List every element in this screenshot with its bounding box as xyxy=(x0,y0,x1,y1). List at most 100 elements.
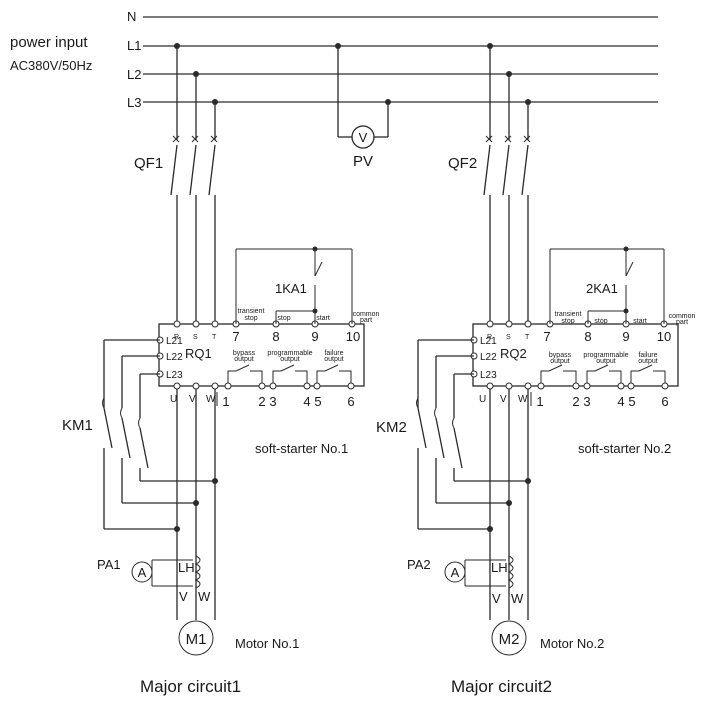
ammeter-pa2: A PA2 LH V W xyxy=(407,555,524,606)
ctrl-common-2a: common xyxy=(669,313,696,320)
ctrl-num-7-1: 7 xyxy=(232,329,239,344)
term-w-2: W xyxy=(518,394,528,405)
starter-caption-1: soft-starter No.1 xyxy=(255,441,348,456)
term-v-1: V xyxy=(189,394,196,405)
supply-rating: AC380V/50Hz xyxy=(10,58,92,73)
voltmeter-symbol: V xyxy=(359,130,368,145)
out-num-2-2: 2 xyxy=(572,394,579,409)
out-bypass-1a: bypass xyxy=(233,350,256,357)
out-num-3-2: 3 xyxy=(583,394,590,409)
motor-phase-w-1: W xyxy=(198,589,211,604)
ctrl-transient-2b: stop xyxy=(561,318,574,325)
bus-label-l1: L1 xyxy=(127,38,141,53)
out-bypass-2b: output xyxy=(550,358,570,365)
ammeter-symbol-2: A xyxy=(451,565,460,580)
breaker-label-qf1: QF1 xyxy=(134,155,163,172)
out-prog-1a: programmable xyxy=(267,350,312,357)
out-fail-1a: failure xyxy=(324,350,343,357)
motor-m2: M2 Motor No.2 xyxy=(491,620,604,656)
out-bypass-1b: output xyxy=(234,356,254,363)
motor-label-2: Motor No.2 xyxy=(540,636,604,651)
term-t-1: T xyxy=(212,334,217,341)
out-num-6-1: 6 xyxy=(347,394,354,409)
out-num-4-2: 4 xyxy=(617,394,624,409)
ctrl-num-10-2: 10 xyxy=(657,329,671,344)
ammeter-pa1: A PA1 LH V W xyxy=(97,555,211,604)
supply-title: power input xyxy=(10,34,88,51)
term-l21-2: L21 xyxy=(480,336,497,347)
ctrl-num-8-2: 8 xyxy=(584,329,591,344)
starter-caption-2: soft-starter No.2 xyxy=(578,441,671,456)
major-circuit-1: QF1 RQ1 R S T L21 L22 L2 3 7 8 xyxy=(62,43,380,696)
ctrl-stop-1: stop xyxy=(277,315,290,322)
term-r-2: R xyxy=(487,334,492,341)
breaker-label-qf2: QF2 xyxy=(448,155,477,172)
motor-label-1: Motor No.1 xyxy=(235,636,299,651)
starter-label-rq1: RQ1 xyxy=(185,346,212,361)
bus-label-l3: L3 xyxy=(127,95,141,110)
term-l23-2: L23 xyxy=(480,370,497,381)
circuit-caption-1: Major circuit1 xyxy=(140,677,241,696)
out-fail-2a: failure xyxy=(638,352,657,359)
ctrl-transient-1b: stop xyxy=(244,315,257,322)
motor-symbol-m2: M2 xyxy=(499,631,520,648)
term-u-2: U xyxy=(479,394,486,405)
term-l22-1: L22 xyxy=(166,352,183,363)
out-prog-2b: output xyxy=(596,358,616,365)
out-num-2-1: 2 xyxy=(258,394,265,409)
ctrl-num-10-1: 10 xyxy=(346,329,360,344)
term-u-1: U xyxy=(170,394,177,405)
ctrl-common-1a: common xyxy=(353,311,380,318)
starter-label-rq2: RQ2 xyxy=(500,346,527,361)
supply-bus: power input AC380V/50Hz N L1 L2 L3 xyxy=(10,9,658,110)
breaker-qf2: QF2 xyxy=(448,135,531,324)
term-s-2: S xyxy=(506,334,511,341)
term-l21-1: L21 xyxy=(166,336,183,347)
motor-symbol-m1: M1 xyxy=(186,631,207,648)
out-bypass-2a: bypass xyxy=(549,352,572,359)
term-w-1: W xyxy=(206,394,216,405)
out-num-6-2: 6 xyxy=(661,394,668,409)
term-r-1: R xyxy=(174,334,179,341)
out-num-5-2: 5 xyxy=(628,394,635,409)
motor-phase-v-2: V xyxy=(492,591,501,606)
ctrl-start-2: start xyxy=(633,318,647,325)
ctrl-num-9-1: 9 xyxy=(311,329,318,344)
motor-phase-v-1: V xyxy=(179,589,188,604)
ammeter-label-pa1: PA1 xyxy=(97,557,121,572)
motor-phase-w-2: W xyxy=(511,591,524,606)
soft-starter-2: RQ2 R S T L21 L22 L23 7 8 9 10 transient… xyxy=(470,246,696,456)
term-s-1: S xyxy=(193,334,198,341)
breaker-qf1: QF1 xyxy=(134,135,218,324)
out-num-3-1: 3 xyxy=(269,394,276,409)
out-num-5-1: 5 xyxy=(314,394,321,409)
ctrl-stop-2: stop xyxy=(594,318,607,325)
out-num-1-1: 1 xyxy=(222,394,229,409)
ammeter-label-pa2: PA2 xyxy=(407,557,431,572)
voltmeter: V PV xyxy=(335,43,391,170)
out-num-1-2: 1 xyxy=(536,394,543,409)
out-fail-1b: output xyxy=(324,356,344,363)
out-prog-1b: output xyxy=(280,356,300,363)
ctrl-num-8-1: 8 xyxy=(272,329,279,344)
term-v-2: V xyxy=(500,394,507,405)
contactor-km1: KM1 xyxy=(62,339,218,532)
contactor-km2: KM2 xyxy=(376,339,531,532)
circuit-caption-2: Major circuit2 xyxy=(451,677,552,696)
bus-label-n: N xyxy=(127,9,136,24)
ctrl-start-1: start xyxy=(316,315,330,322)
ctrl-transient-2a: transient xyxy=(555,311,582,318)
bus-label-l2: L2 xyxy=(127,67,141,82)
out-fail-2b: output xyxy=(638,358,658,365)
ctrl-num-7-2: 7 xyxy=(543,329,550,344)
contactor-label-km1: KM1 xyxy=(62,417,93,434)
motor-m1: M1 Motor No.1 xyxy=(178,620,299,656)
soft-starter-1: RQ1 R S T L21 L22 L23 7 8 9 10 transient xyxy=(156,246,380,456)
relay-label-2ka1: 2KA1 xyxy=(586,281,618,296)
voltmeter-label: PV xyxy=(353,153,373,170)
major-circuit-2: QF2 RQ2 R S T L21 L22 L23 7 8 9 10 trans xyxy=(376,43,696,696)
term-t-2: T xyxy=(525,334,530,341)
ctrl-num-9-2: 9 xyxy=(622,329,629,344)
ct-label-2: LH xyxy=(491,560,508,575)
